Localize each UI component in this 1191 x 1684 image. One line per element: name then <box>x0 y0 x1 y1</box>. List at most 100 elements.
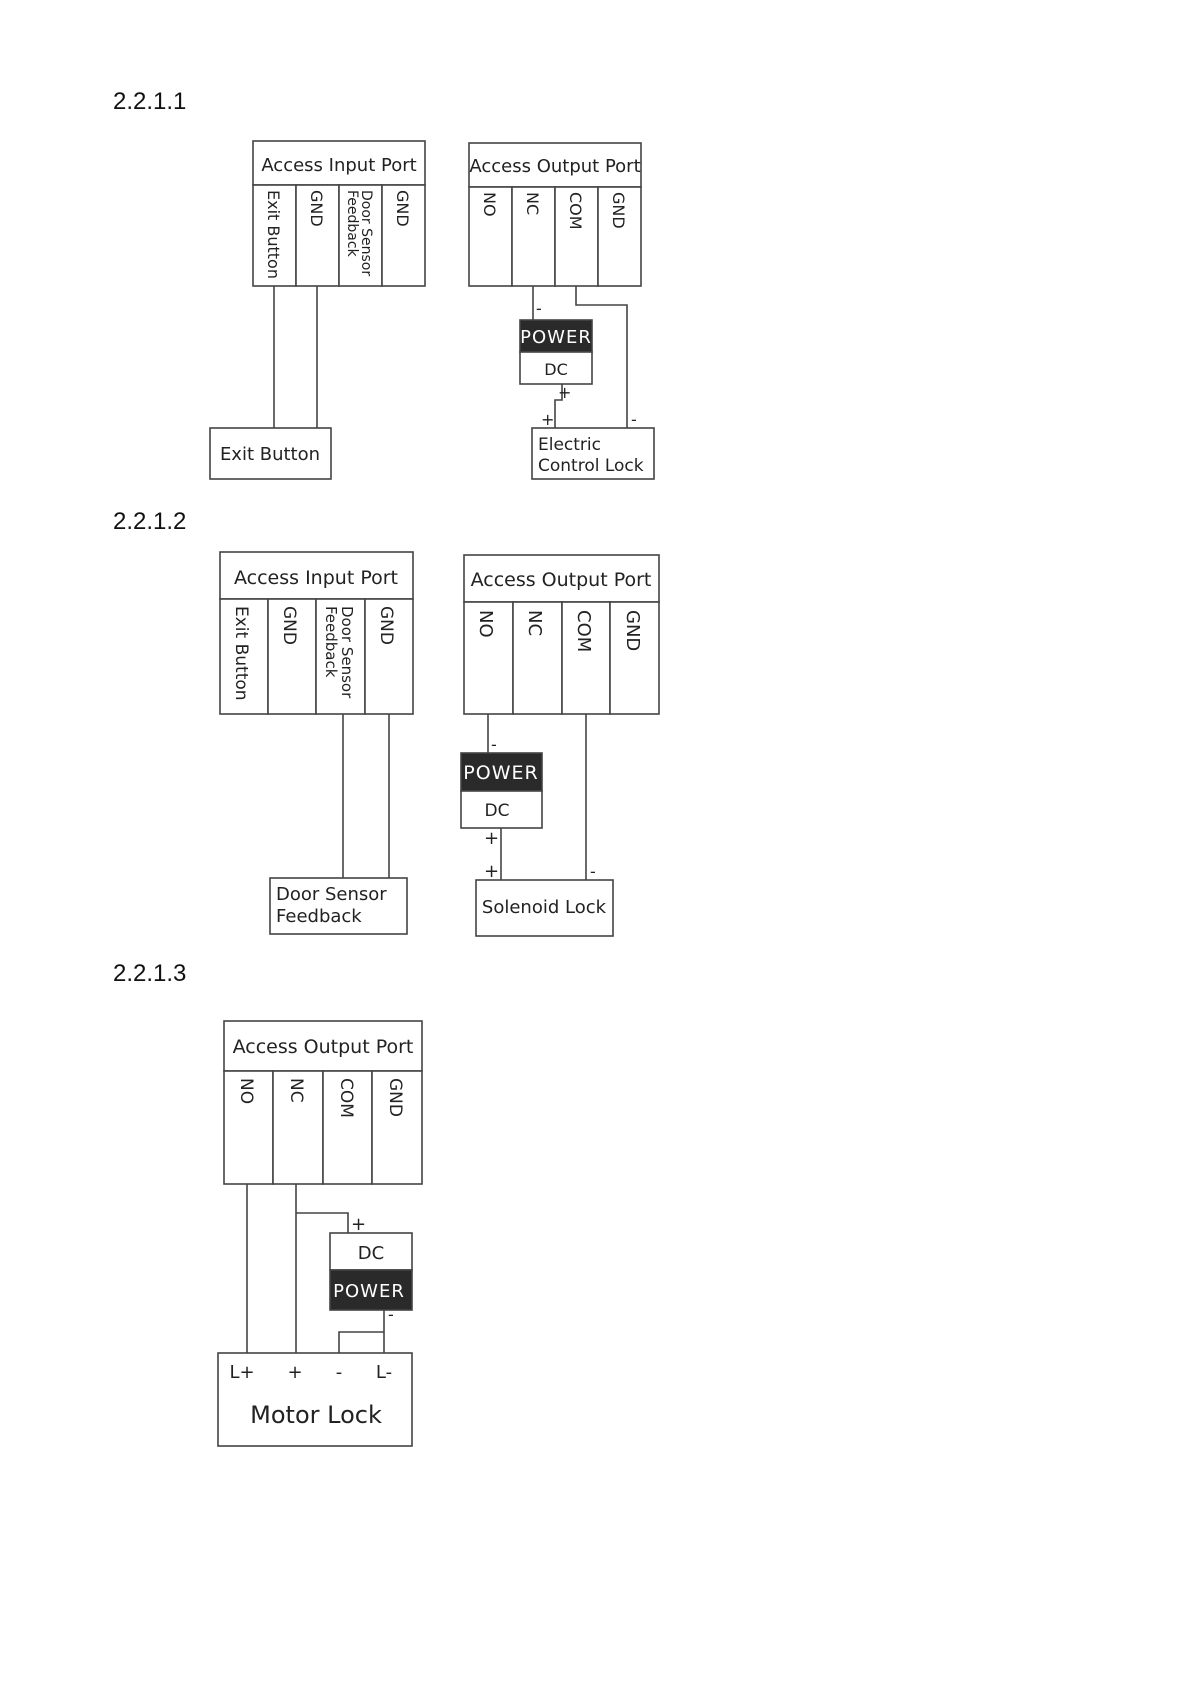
dc-label-3: DC <box>358 1243 384 1264</box>
diagram-2-2-1-1: Access Input Port Exit Button GND Door S… <box>209 140 655 480</box>
exit-button-device-label-1: Exit Button <box>220 444 320 465</box>
power-supply-2: POWER DC <box>460 752 543 829</box>
section-heading-1: 2.2.1.1 <box>113 88 187 115</box>
section-heading-2: 2.2.1.2 <box>113 508 187 535</box>
terminal-label-com-1: COM <box>566 192 585 230</box>
terminal-label-nc-2: NC <box>524 610 545 636</box>
terminal-gnd-1b <box>381 184 426 287</box>
terminal-no-3 <box>223 1070 274 1185</box>
motor-lock-device: L+ + - L- Motor Lock <box>217 1352 413 1447</box>
motor-lock-box <box>217 1352 413 1447</box>
motor-terminal-plus: + <box>287 1362 302 1383</box>
electric-control-lock-1 <box>531 427 655 480</box>
motor-terminal-l-minus: L- <box>376 1362 392 1383</box>
polarity-lock-minus-2: - <box>590 862 596 881</box>
terminal-com-2 <box>561 601 611 715</box>
terminal-label-com-2: COM <box>573 610 594 652</box>
terminal-com-3 <box>322 1070 373 1185</box>
terminal-door-sensor-2 <box>315 598 366 715</box>
terminal-gnd-3 <box>371 1070 423 1185</box>
terminal-gnd-2b <box>364 598 414 715</box>
polarity-dc-plus-2: + <box>484 828 499 849</box>
terminal-label-exit-button-2: Exit Button <box>231 606 251 701</box>
access-input-port-2: Access Input Port Exit Button GND Door S… <box>219 551 414 715</box>
wire-nc-dc-3 <box>296 1212 349 1233</box>
terminal-label-no-3: NO <box>236 1078 256 1104</box>
input-port-header-1 <box>252 140 426 186</box>
terminal-label-gnd-2b: GND <box>376 606 396 645</box>
motor-terminal-l-plus: L+ <box>229 1362 254 1383</box>
terminal-gnd-2a <box>267 598 317 715</box>
power-label-box-3 <box>329 1269 413 1311</box>
wire-motor-minus-3 <box>338 1331 384 1353</box>
terminal-label-gnd-2a: GND <box>279 606 299 645</box>
output-port-title-3: Access Output Port <box>233 1036 414 1058</box>
solenoid-lock-label: Solenoid Lock <box>482 897 607 918</box>
polarity-nc-minus-1: - <box>536 299 542 318</box>
dc-label-box-1 <box>519 351 593 385</box>
polarity-no-minus-2: - <box>491 735 497 754</box>
power-supply-1: POWER DC <box>519 319 593 385</box>
terminal-gnd-1c <box>597 186 642 287</box>
polarity-dc-plus-1: + <box>558 383 571 402</box>
terminal-label-feedback-2: Feedback <box>322 606 340 678</box>
power-label-1: POWER <box>520 327 592 348</box>
dc-label-1: DC <box>544 360 568 379</box>
polarity-lock-plus-1: + <box>541 410 554 429</box>
terminal-label-gnd-3: GND <box>385 1078 405 1117</box>
terminal-label-feedback-1: Feedback <box>344 190 360 258</box>
input-port-title-1: Access Input Port <box>261 155 416 176</box>
polarity-dc-plus-3: + <box>351 1214 366 1235</box>
dc-label-2: DC <box>485 801 510 821</box>
power-label-box-2 <box>460 752 543 792</box>
diagram-2-2-1-3: Access Output Port NO NC COM GND DC POWE… <box>217 1020 423 1447</box>
access-output-port-3: Access Output Port NO NC COM GND <box>223 1020 423 1185</box>
door-sensor-feedback-device <box>269 877 408 935</box>
electric-lock-label-line2: Control Lock <box>538 456 644 476</box>
terminal-label-gnd-1c: GND <box>609 192 628 229</box>
power-label-2: POWER <box>463 762 538 784</box>
terminal-label-door-sensor-1: Door Sensor <box>358 190 374 276</box>
exit-button-device-1 <box>209 427 332 480</box>
access-output-port-1: Access Output Port NO NC COM GND <box>468 142 642 287</box>
door-sensor-label-line1: Door Sensor <box>276 884 387 905</box>
terminal-label-nc-1: NC <box>523 192 542 215</box>
motor-terminal-minus: - <box>336 1362 343 1383</box>
terminal-label-no-2: NO <box>475 610 496 638</box>
power-supply-3: DC POWER <box>329 1232 413 1311</box>
terminal-label-nc-3: NC <box>286 1078 306 1103</box>
access-input-port-1: Access Input Port Exit Button GND Door S… <box>252 140 426 287</box>
solenoid-lock-device <box>475 879 614 937</box>
polarity-lock-plus-2: + <box>484 861 499 882</box>
terminal-label-exit-button-1: Exit Button <box>264 190 283 279</box>
section-heading-3: 2.2.1.3 <box>113 960 187 987</box>
terminal-label-door-sensor-2: Door Sensor <box>338 606 356 699</box>
output-port-title-2: Access Output Port <box>471 569 652 591</box>
motor-lock-label: Motor Lock <box>250 1401 382 1429</box>
wire-com-lock-1 <box>575 286 628 428</box>
terminal-com-1 <box>554 186 599 287</box>
input-port-header-2 <box>219 551 414 600</box>
terminal-label-gnd-1a: GND <box>307 190 326 227</box>
dc-label-box-3 <box>329 1232 413 1271</box>
power-label-3: POWER <box>333 1281 405 1302</box>
terminal-label-gnd-1b: GND <box>393 190 412 227</box>
terminal-nc-3 <box>272 1070 324 1185</box>
output-port-title-1: Access Output Port <box>469 156 640 177</box>
access-output-port-2: Access Output Port NO NC COM GND <box>463 554 660 715</box>
input-port-title-2: Access Input Port <box>234 567 398 589</box>
diagram-2-2-1-2: Access Input Port Exit Button GND Door S… <box>219 551 660 937</box>
wire-dc-lock-1 <box>554 384 563 428</box>
door-sensor-label-line2: Feedback <box>276 906 362 927</box>
polarity-lock-minus-1: - <box>631 410 637 429</box>
terminal-gnd-2c <box>609 601 660 715</box>
terminal-door-sensor-1 <box>338 184 383 287</box>
terminal-label-com-3: COM <box>336 1078 356 1118</box>
dc-label-box-2 <box>460 790 543 829</box>
polarity-power-minus-3: - <box>388 1305 394 1324</box>
electric-lock-label-line1: Electric <box>538 435 601 455</box>
terminal-label-no-1: NO <box>480 192 499 217</box>
output-port-header-2 <box>463 554 660 603</box>
terminal-label-gnd-2c: GND <box>622 610 643 651</box>
